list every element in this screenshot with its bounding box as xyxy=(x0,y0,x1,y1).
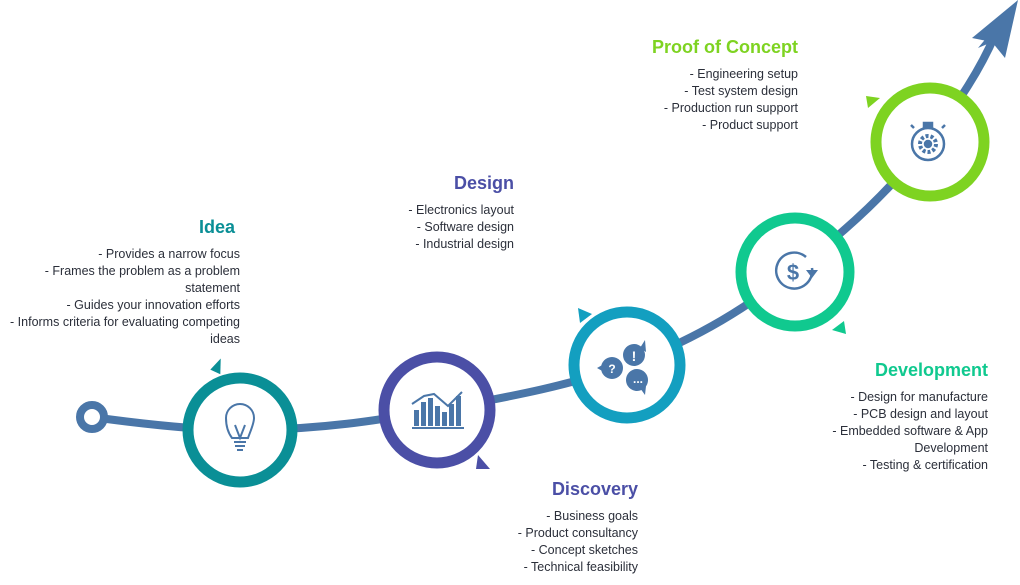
design-title: Design xyxy=(453,173,514,193)
development-items: - Design for manufacture - PCB design an… xyxy=(832,389,988,474)
discovery-items: - Business goals - Product consultancy -… xyxy=(518,508,638,576)
list-item: - Software design xyxy=(416,220,514,234)
svg-text:...: ... xyxy=(633,372,643,386)
list-item: - Industrial design xyxy=(415,237,514,251)
design-items: - Electronics layout - Software design -… xyxy=(408,202,514,253)
idea-pointer xyxy=(210,358,221,375)
proof-block: Proof of Concept - Engineering setup - T… xyxy=(652,37,798,134)
lightbulb-icon xyxy=(224,403,256,451)
idea-items: - Provides a narrow focus - Frames the p… xyxy=(10,246,240,348)
list-item: - Testing & certification xyxy=(862,458,988,472)
discovery-block: Discovery - Business goals - Product con… xyxy=(518,479,638,576)
list-item: - Technical feasibility xyxy=(523,560,638,574)
list-item: - Provides a narrow focus xyxy=(98,247,240,261)
svg-text:?: ? xyxy=(608,362,615,376)
development-pointer xyxy=(832,321,846,334)
stopwatch-gear-icon xyxy=(910,121,946,162)
list-item: - Concept sketches xyxy=(531,543,638,557)
list-item: - Informs criteria for evaluating compet… xyxy=(10,315,240,346)
list-item: - Engineering setup xyxy=(689,67,798,81)
dollar-cycle-icon: $ xyxy=(774,251,818,290)
proof-title: Proof of Concept xyxy=(652,37,798,57)
bar-chart-icon xyxy=(411,391,464,429)
list-item: - Frames the problem as a problem statem… xyxy=(44,264,240,295)
list-item: - Business goals xyxy=(546,509,638,523)
list-item: - Test system design xyxy=(684,84,798,98)
list-item: - Embedded software & App Development xyxy=(832,424,988,455)
idea-title: Idea xyxy=(198,217,235,237)
list-item: - Production run support xyxy=(663,101,798,115)
list-item: - Design for manufacture xyxy=(850,390,988,404)
start-node xyxy=(76,401,108,433)
idea-block: Idea - Provides a narrow focus - Frames … xyxy=(10,217,240,348)
proof-items: - Engineering setup - Test system design… xyxy=(652,66,798,134)
svg-text:!: ! xyxy=(632,348,637,364)
proof-pointer xyxy=(866,96,880,108)
discovery-pointer xyxy=(578,308,592,323)
discovery-circle[interactable] xyxy=(568,306,686,424)
design-block: Design - Electronics layout - Software d… xyxy=(408,173,514,253)
discovery-title: Discovery xyxy=(551,479,638,499)
list-item: - PCB design and layout xyxy=(853,407,988,421)
list-item: - Electronics layout xyxy=(408,203,514,217)
list-item: - Product support xyxy=(702,118,798,132)
development-block: Development - Design for manufacture - P… xyxy=(832,360,988,474)
design-pointer xyxy=(476,455,490,469)
list-item: - Guides your innovation efforts xyxy=(66,298,240,312)
idea-circle[interactable] xyxy=(182,372,298,488)
list-item: - Product consultancy xyxy=(517,526,638,540)
development-title: Development xyxy=(874,360,988,380)
svg-text:$: $ xyxy=(787,260,799,285)
speech-bubbles-icon: ? ! ... xyxy=(597,340,648,395)
development-circle[interactable] xyxy=(735,212,855,332)
